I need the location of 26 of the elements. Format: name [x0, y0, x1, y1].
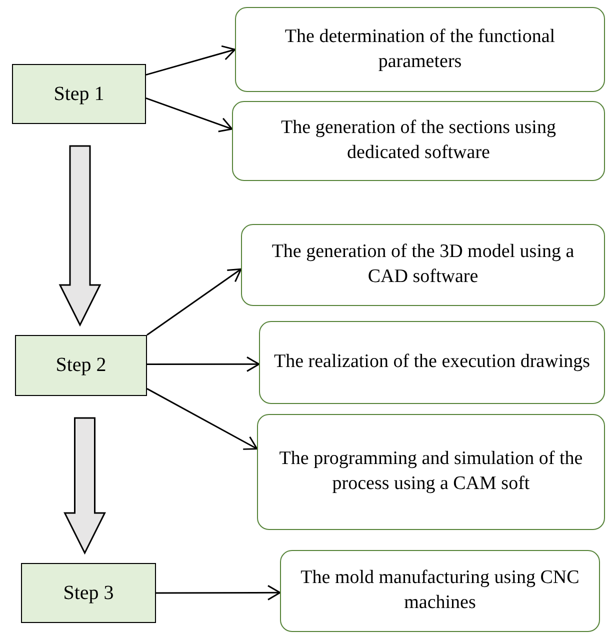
box-text: Step 2: [56, 354, 106, 377]
task-box: [241, 224, 605, 306]
arrow: [147, 356, 260, 372]
task-box: [259, 321, 605, 404]
arrow: [146, 98, 233, 132]
task-box: [257, 414, 605, 530]
arrow: [146, 268, 242, 336]
box-text: The generation of the 3D model using a CAD software: [270, 240, 576, 289]
arrow: [146, 388, 258, 450]
task-box: [280, 550, 600, 632]
box-text: The generation of the sections using dedicated software: [280, 116, 557, 165]
arrow: [156, 584, 281, 600]
box-text: Step 1: [54, 82, 104, 106]
step-box: [12, 64, 146, 124]
box-text: Step 3: [63, 582, 114, 604]
block-arrow: [64, 417, 106, 555]
block-arrow: [58, 145, 102, 327]
task-box: [232, 101, 605, 181]
task-box: [235, 7, 605, 92]
arrow: [146, 45, 236, 76]
step-box: [21, 563, 156, 623]
box-text: The determination of the functional parameters: [284, 24, 556, 74]
box-text: The programming and simulation of the process using a CAM soft: [278, 447, 584, 496]
box-text: The realization of the execution drawings: [274, 350, 590, 374]
box-text: The mold manufacturing using CNC machines: [300, 566, 580, 615]
step-box: [15, 335, 147, 396]
